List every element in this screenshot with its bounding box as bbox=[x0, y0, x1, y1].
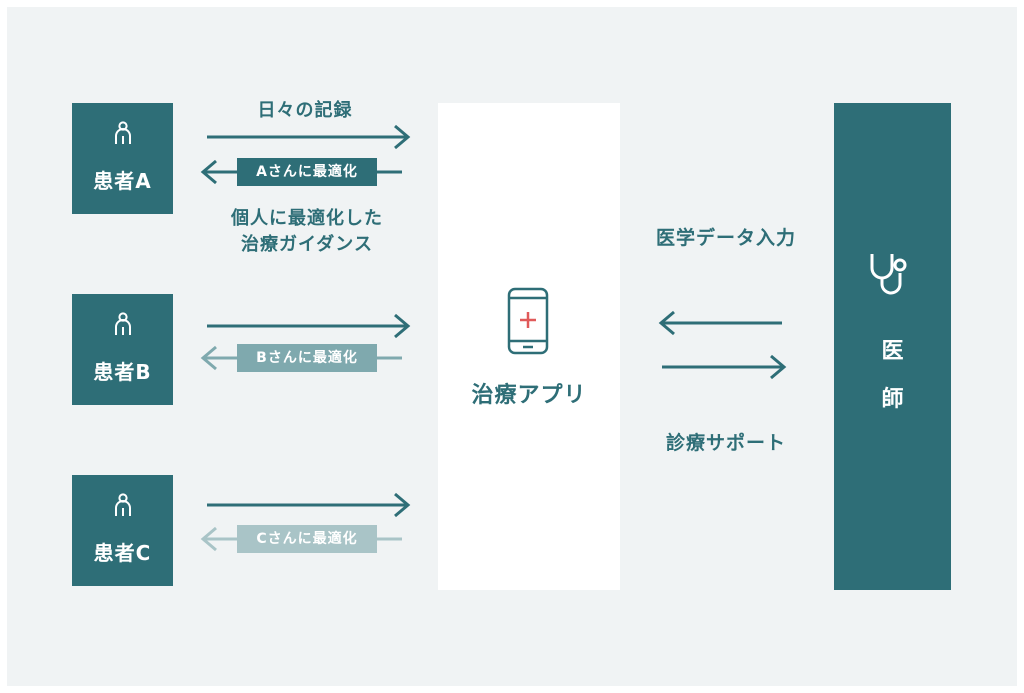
arrow-app-to-b bbox=[200, 345, 402, 371]
patient-c-box: 患者C bbox=[72, 475, 173, 586]
arrow-a-to-app bbox=[207, 124, 411, 150]
patient-c-label: 患者C bbox=[93, 541, 152, 565]
guidance-label-line1: 個人に最適化した bbox=[231, 208, 383, 229]
patient-b-optimized-tag: Bさんに最適化 bbox=[237, 344, 377, 372]
doctor-label-char2: 師 bbox=[881, 387, 904, 412]
arrow-app-to-doctor bbox=[662, 354, 787, 380]
arrow-app-to-a bbox=[200, 159, 402, 185]
patient-a-box: 患者A bbox=[72, 103, 173, 214]
treatment-app-box: 治療アプリ bbox=[438, 103, 620, 590]
treatment-app-label: 治療アプリ bbox=[471, 383, 587, 408]
arrow-app-to-c bbox=[200, 526, 402, 552]
person-icon bbox=[115, 312, 131, 335]
guidance-label-line2: 治療ガイダンス bbox=[241, 234, 373, 255]
patient-c-optimized-tag: Cさんに最適化 bbox=[237, 525, 377, 553]
diagnosis-support-label: 診療サポート bbox=[665, 432, 786, 454]
smartphone-icon bbox=[507, 287, 549, 355]
stethoscope-icon bbox=[870, 254, 907, 295]
arrow-doctor-to-app bbox=[658, 310, 782, 336]
medical-input-label: 医学データ入力 bbox=[655, 227, 796, 249]
daily-record-label: 日々の記録 bbox=[257, 100, 353, 121]
person-icon bbox=[115, 121, 131, 144]
patient-a-label: 患者A bbox=[93, 169, 152, 193]
doctor-label-char1: 医 bbox=[881, 339, 904, 364]
arrow-b-to-app bbox=[207, 313, 411, 339]
patient-b-box: 患者B bbox=[72, 294, 173, 405]
patient-a-optimized-tag: Aさんに最適化 bbox=[237, 158, 377, 186]
person-icon bbox=[115, 493, 131, 516]
doctor-box: 医 師 bbox=[834, 103, 951, 590]
patient-b-label: 患者B bbox=[93, 360, 152, 384]
arrow-c-to-app bbox=[207, 492, 411, 518]
